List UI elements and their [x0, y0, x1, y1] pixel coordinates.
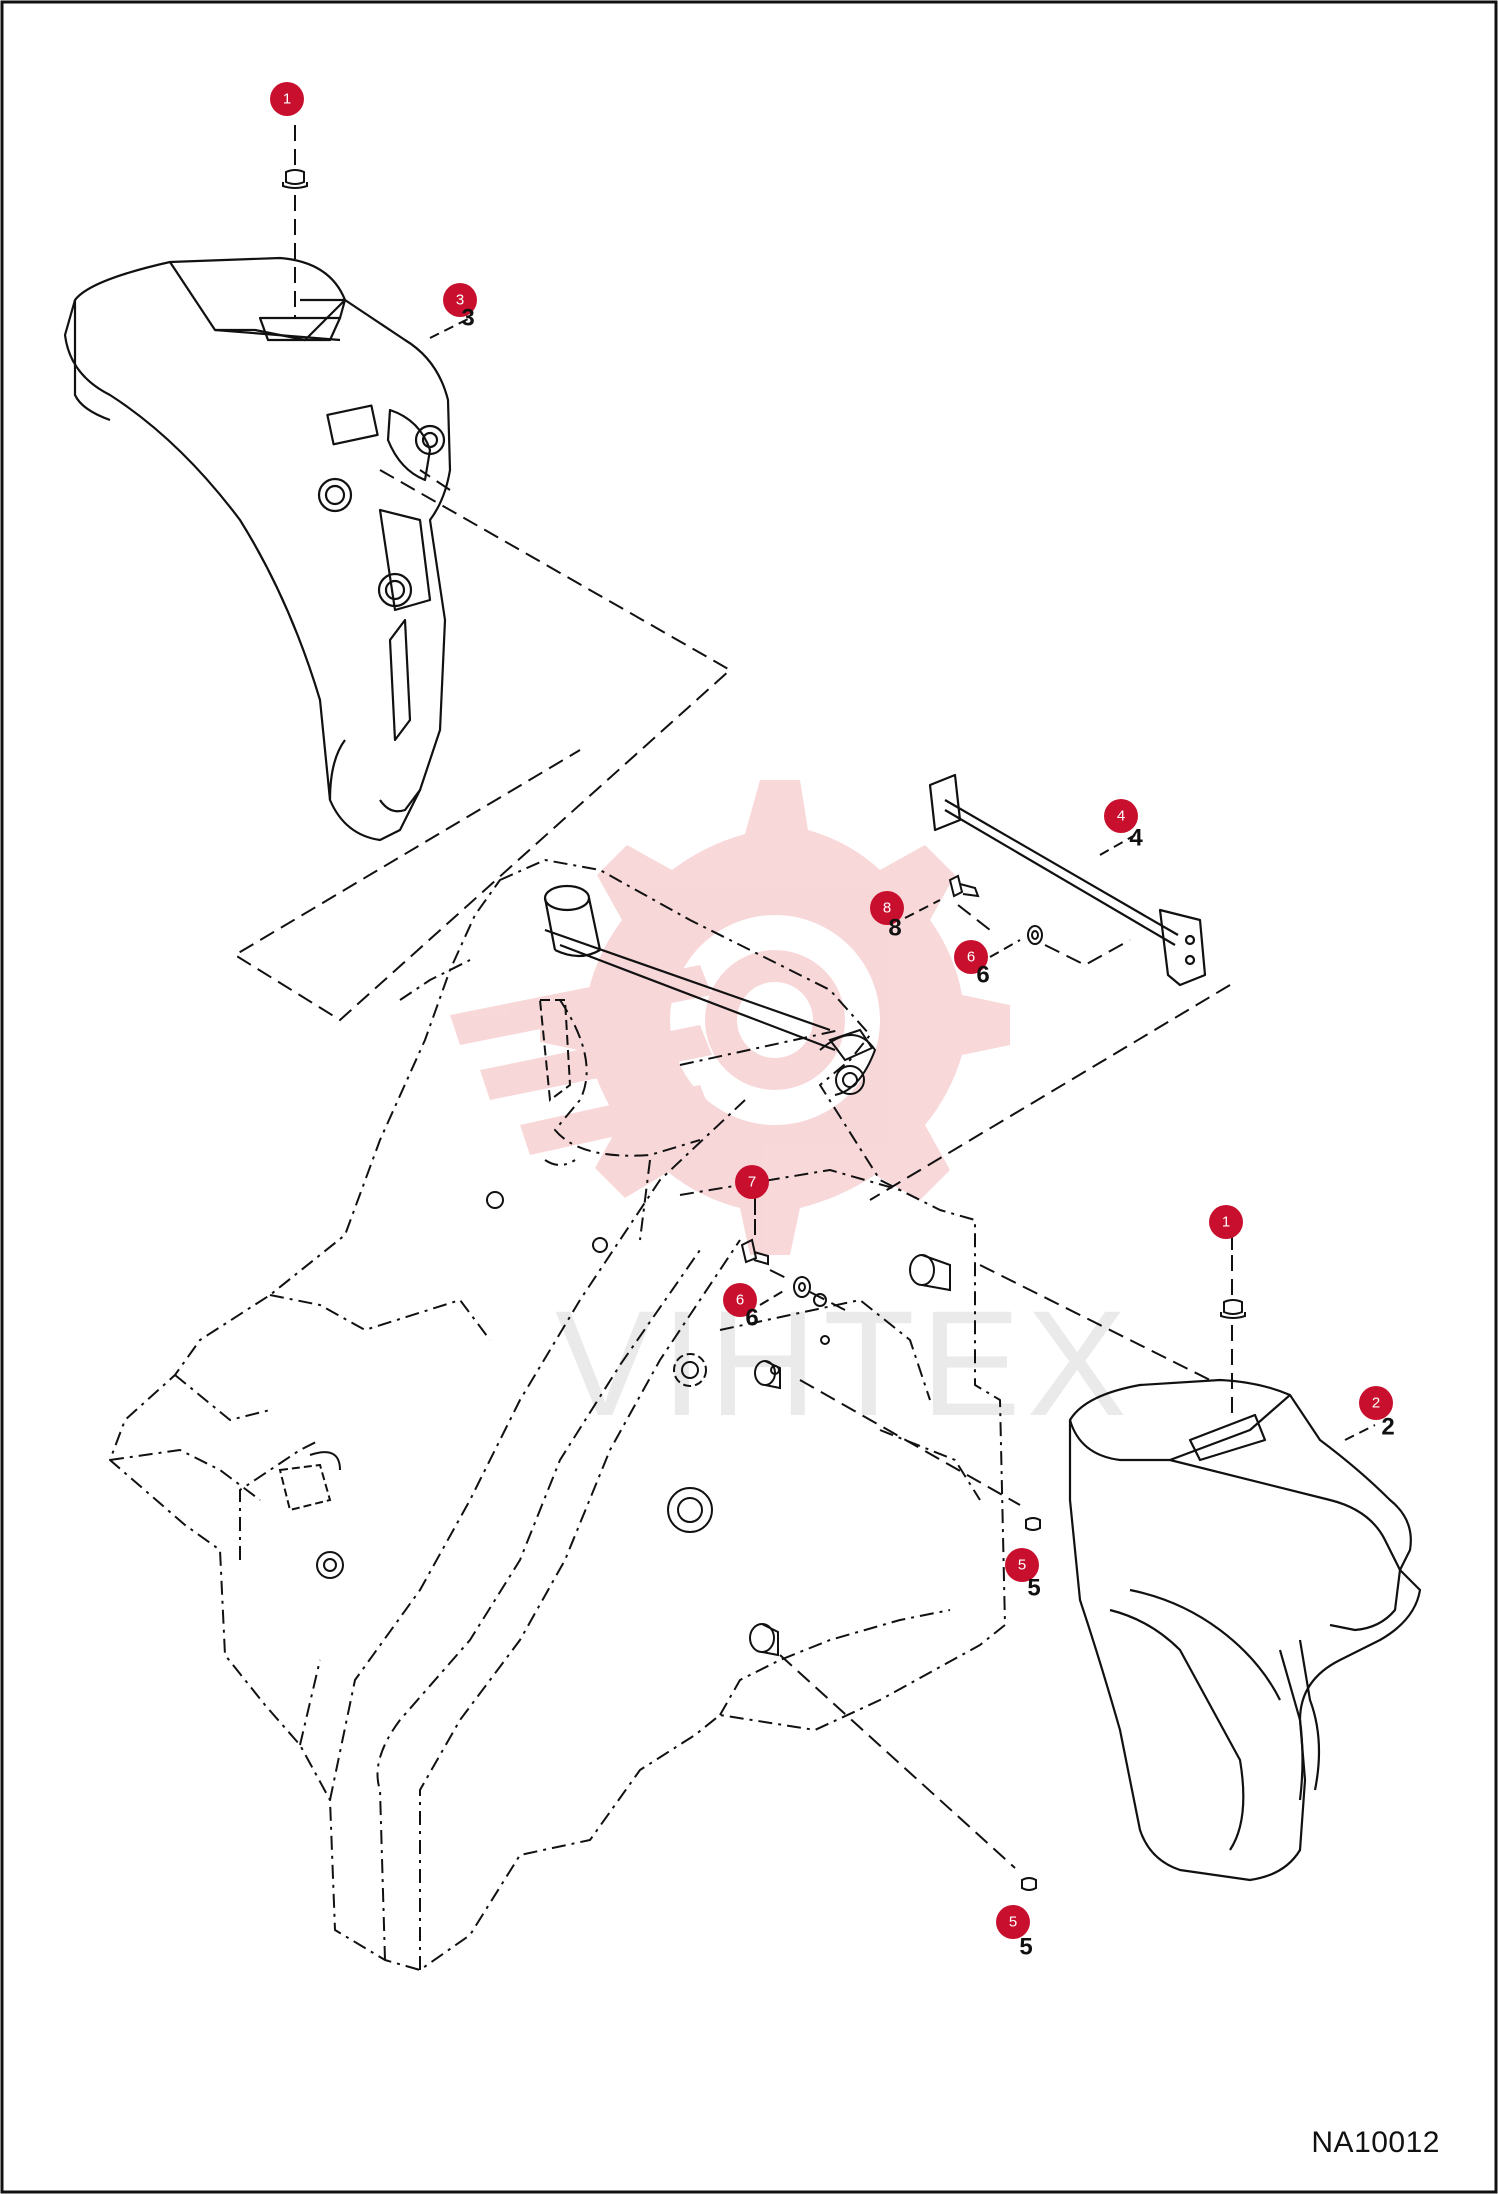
- callout-circle: [1209, 1205, 1243, 1239]
- reference-number: 2: [1381, 1414, 1394, 1441]
- reference-number: 5: [1019, 1934, 1032, 1961]
- arm-pin-part: [543, 884, 836, 1052]
- pivot-pin-part: [928, 773, 1207, 987]
- reference-number: 5: [1027, 1575, 1040, 1602]
- cap-part-right: [1220, 1299, 1246, 1319]
- callout-number: 1: [1222, 1214, 1230, 1231]
- callout-circle: [723, 1283, 757, 1317]
- callout-marker: 5: [1005, 1548, 1039, 1582]
- cap-part: [282, 169, 308, 189]
- callout-circle: [443, 283, 477, 317]
- callout-number: 5: [1018, 1557, 1026, 1574]
- reference-number: 6: [976, 962, 989, 989]
- reference-number: 6: [745, 1305, 758, 1332]
- callout-marker: 2: [1359, 1386, 1393, 1420]
- callout-marker: 3: [443, 283, 477, 317]
- reference-number: 8: [888, 915, 901, 942]
- callout-number: 6: [967, 949, 975, 966]
- callout-marker: 8: [870, 891, 904, 925]
- callout-number: 3: [456, 292, 464, 309]
- callout-circle: [1104, 799, 1138, 833]
- small-cap-parts: [1021, 1517, 1041, 1891]
- bolt-part: [948, 874, 1043, 945]
- callout-circle: [996, 1905, 1030, 1939]
- callout-circle: [270, 82, 304, 116]
- arm-details: [278, 999, 877, 1579]
- callout-marker: 1: [1209, 1205, 1243, 1239]
- callout-marker: 6: [954, 940, 988, 974]
- callout-marker: 7: [735, 1165, 769, 1199]
- callout-circle: [1359, 1386, 1393, 1420]
- callout-circle: [954, 940, 988, 974]
- callout-circle: [735, 1165, 769, 1199]
- callout-layer: 1 3 4 8 6 7 6 1: [270, 82, 1393, 1939]
- right-fender-part: [1068, 1378, 1422, 1882]
- reference-number-layer: 3 4 8 6 6 2 5 5: [461, 305, 1394, 1961]
- bushing-parts: [749, 1254, 951, 1657]
- bolt-part-lower: [740, 1238, 811, 1298]
- callout-marker: 4: [1104, 799, 1138, 833]
- callout-marker: 6: [723, 1283, 757, 1317]
- callout-number: 8: [883, 900, 891, 917]
- callout-number: 1: [283, 91, 291, 108]
- callout-number: 4: [1117, 808, 1125, 825]
- reference-number: 3: [461, 305, 474, 332]
- callout-marker: 1: [270, 82, 304, 116]
- callout-number: 2: [1372, 1395, 1380, 1412]
- loader-arm-frame: [109, 859, 1006, 1971]
- callout-number: 6: [736, 1292, 744, 1309]
- left-fender-part: [63, 256, 452, 842]
- reference-number: 4: [1129, 825, 1143, 852]
- callout-marker: 5: [996, 1905, 1030, 1939]
- callout-number: 7: [748, 1174, 756, 1191]
- callout-circle: [870, 891, 904, 925]
- callout-circle: [1005, 1548, 1039, 1582]
- drawing-code: NA10012: [1311, 2126, 1440, 2159]
- callout-number: 5: [1009, 1914, 1017, 1931]
